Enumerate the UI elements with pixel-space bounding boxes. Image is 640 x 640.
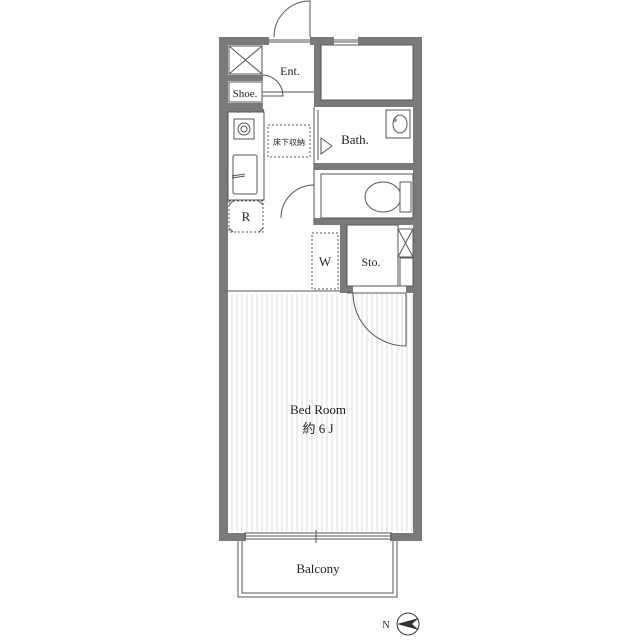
entrance-label: Ent. — [280, 64, 300, 78]
compass-north-label: N — [382, 620, 389, 631]
toilet — [320, 173, 414, 219]
interior-walls — [228, 45, 413, 293]
balcony-label: Balcony — [296, 561, 340, 576]
storage-closet — [346, 224, 414, 287]
outer-walls — [219, 37, 422, 541]
refrigerator — [228, 200, 264, 233]
toilet-bottom-wall — [314, 218, 413, 225]
underfloor-storage-label: 床下収納 — [273, 137, 305, 147]
shoe-door-swing — [261, 74, 284, 97]
shoe-closet-lower — [228, 81, 263, 103]
door-swings — [261, 0, 407, 347]
shoe-closet-label: Shoe. — [233, 88, 258, 100]
shoe-closet-top-wall — [228, 75, 263, 81]
washbasin — [385, 109, 411, 139]
bedroom-door-swing — [352, 292, 407, 347]
washer-label: W — [319, 254, 332, 269]
entrance-right-wall — [314, 45, 321, 103]
bedroom-label: Bed Room — [290, 402, 346, 417]
bath-bottom-wall — [314, 163, 413, 170]
shoe-closet-bottom-wall — [228, 103, 263, 109]
bathroom-fixtures — [317, 109, 411, 160]
underfloor-storage-box — [267, 124, 311, 158]
upper-closet — [320, 44, 414, 101]
kitchen-counter — [227, 111, 265, 201]
bath-top-wall — [314, 100, 413, 107]
stove-burner — [233, 118, 255, 140]
bedroom-size-label: 約 6 J — [302, 421, 333, 436]
toilet-door-swing — [280, 184, 315, 219]
front-door-swing — [273, 0, 311, 38]
washer-space — [311, 232, 339, 290]
kitchen-sink — [232, 154, 258, 195]
bedroom-floor-pattern — [231, 294, 413, 532]
refrigerator-label: R — [242, 209, 251, 224]
balcony — [237, 541, 398, 598]
bath-label: Bath. — [341, 132, 369, 147]
bath-faucet-icon — [320, 137, 333, 155]
shoe-closet-upper — [228, 45, 263, 75]
compass-icon: N — [382, 612, 420, 636]
storage-left-wall — [340, 225, 347, 291]
storage-label: Sto. — [361, 255, 380, 269]
